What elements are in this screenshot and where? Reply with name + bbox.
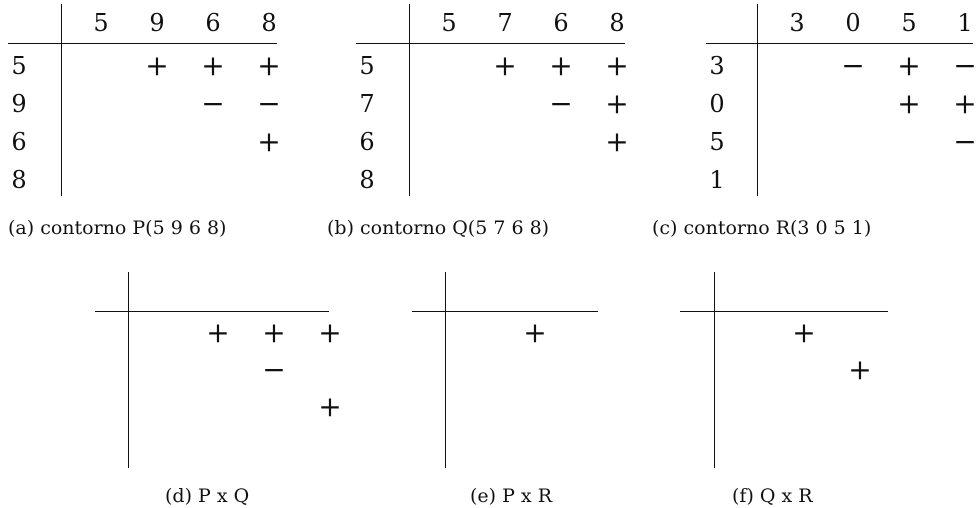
table-c-col-label: 5 [901,9,917,37]
table-d-minus-sign: − [262,353,286,386]
table-e-caption: (e) P x R [470,485,552,507]
table-e-plus-sign: + [523,316,547,349]
table-c-plus-sign: + [897,49,921,82]
table-c-minus-sign: − [953,49,977,82]
table-a-row-label: 5 [11,52,27,80]
table-b-col-label: 7 [497,9,513,37]
table-f-plus-sign: + [848,353,872,386]
table-b-row-label: 8 [359,166,375,194]
table-a-col-label: 5 [93,9,109,37]
table-a-row-label: 9 [11,90,27,118]
table-e-vertical-rule [445,272,447,468]
table-c-plus-sign: + [897,87,921,120]
table-f-vertical-rule [714,272,716,468]
table-a-plus-sign: + [201,49,225,82]
table-f-caption: (f) Q x R [732,485,813,507]
table-a-col-label: 9 [149,9,165,37]
table-b-row-label: 6 [359,128,375,156]
table-b-minus-sign: − [549,87,573,120]
table-a-plus-sign: + [257,49,281,82]
table-c-caption: (c) contorno R(3 0 5 1) [652,217,872,239]
table-b-plus-sign: + [605,49,629,82]
table-b-col-label: 6 [553,9,569,37]
table-d-plus-sign: + [262,316,286,349]
table-b-row-label: 7 [359,90,375,118]
table-b-caption: (b) contorno Q(5 7 6 8) [327,217,550,239]
table-d-caption: (d) P x Q [165,485,250,507]
table-c-row-label: 0 [709,90,725,118]
table-d-plus-sign: + [318,316,342,349]
table-d-plus-sign: + [206,316,230,349]
table-d-horizontal-rule [95,311,329,313]
table-a-minus-sign: − [257,87,281,120]
table-b-col-label: 8 [609,9,625,37]
table-b-plus-sign: + [493,49,517,82]
table-c-minus-sign: − [841,49,865,82]
table-b-col-label: 5 [441,9,457,37]
table-c-plus-sign: + [953,87,977,120]
table-c-vertical-rule [757,4,759,196]
table-b-plus-sign: + [605,87,629,120]
table-a-horizontal-rule [8,43,277,45]
table-f-plus-sign: + [792,316,816,349]
table-c-row-label: 1 [709,166,725,194]
table-a-col-label: 8 [261,9,277,37]
table-a-vertical-rule [61,4,63,196]
table-b-horizontal-rule [356,43,625,45]
table-e-horizontal-rule [412,311,598,313]
table-d-vertical-rule [128,272,130,468]
table-a-plus-sign: + [145,49,169,82]
table-a-plus-sign: + [257,125,281,158]
table-c-horizontal-rule [706,43,973,45]
table-c-row-label: 3 [709,52,725,80]
table-c-col-label: 1 [957,9,973,37]
table-d-plus-sign: + [318,390,342,423]
table-b-plus-sign: + [549,49,573,82]
table-a-row-label: 6 [11,128,27,156]
table-a-caption: (a) contorno P(5 9 6 8) [8,217,227,239]
table-a-row-label: 8 [11,166,27,194]
table-c-col-label: 0 [845,9,861,37]
table-b-plus-sign: + [605,125,629,158]
table-c-row-label: 5 [709,128,725,156]
table-a-minus-sign: − [201,87,225,120]
table-a-col-label: 6 [205,9,221,37]
table-c-minus-sign: − [953,125,977,158]
table-f-horizontal-rule [680,311,888,313]
table-c-col-label: 3 [789,9,805,37]
table-b-vertical-rule [409,4,411,196]
table-b-row-label: 5 [359,52,375,80]
